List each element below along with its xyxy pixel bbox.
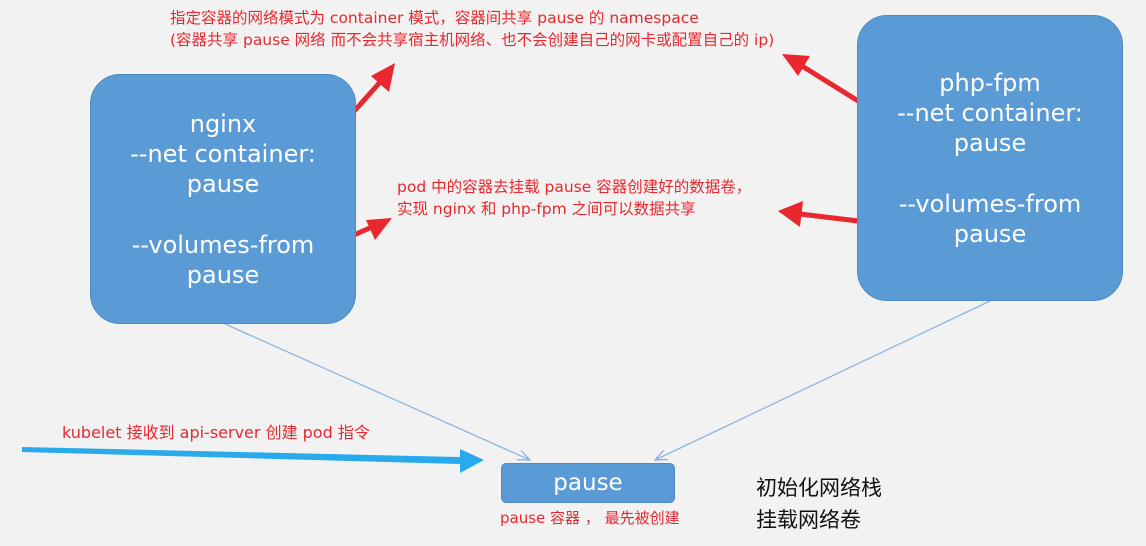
volumes-annotation-line-1: pod 中的容器去挂载 pause 容器创建好的数据卷，: [397, 178, 752, 196]
nginx-volumes-value: pause: [186, 260, 260, 289]
volumes-annotation: pod 中的容器去挂载 pause 容器创建好的数据卷， 实现 nginx 和 …: [397, 176, 751, 220]
phpfpm-volumes-option: --volumes-from: [898, 189, 1082, 218]
phpfpm-net-value: pause: [953, 128, 1027, 157]
nginx-container-box: nginx --net container: pause --volumes-f…: [90, 74, 356, 324]
mount-volumes-note: 挂载网络卷: [756, 508, 861, 532]
nginx-title: nginx: [189, 109, 257, 138]
network-mode-annotation: 指定容器的网络模式为 container 模式，容器间共享 pause 的 na…: [170, 7, 774, 51]
kubelet-annotation: kubelet 接收到 api-server 创建 pod 指令: [62, 423, 370, 442]
kubelet-arrow: [22, 447, 484, 473]
volumes-annotation-line-2: 实现 nginx 和 php-fpm 之间可以数据共享: [397, 200, 696, 218]
phpfpm-title: php-fpm: [939, 68, 1041, 97]
nginx-net-value: pause: [186, 169, 260, 198]
pause-first-annotation: pause 容器 ， 最先被创建: [500, 509, 680, 527]
nginx-net-option: --net container:: [130, 139, 316, 168]
nginx-to-pause-connector: [224, 323, 530, 460]
network-annotation-line-2: (容器共享 pause 网络 而不会共享宿主机网络、也不会创建自己的网卡或配置自…: [170, 31, 775, 49]
pause-container-box: pause: [501, 463, 675, 503]
network-annotation-line-1: 指定容器的网络模式为 container 模式，容器间共享 pause 的 na…: [170, 9, 699, 27]
phpfpm-net-option: --net container:: [897, 98, 1083, 127]
init-network-note: 初始化网络栈: [756, 476, 882, 500]
phpfpm-volumes-value: pause: [953, 219, 1027, 248]
phpfpm-container-box: php-fpm --net container: pause --volumes…: [857, 15, 1123, 301]
pause-label: pause: [553, 470, 623, 496]
nginx-volumes-option: --volumes-from: [131, 230, 315, 259]
phpfpm-to-pause-connector: [655, 300, 991, 460]
